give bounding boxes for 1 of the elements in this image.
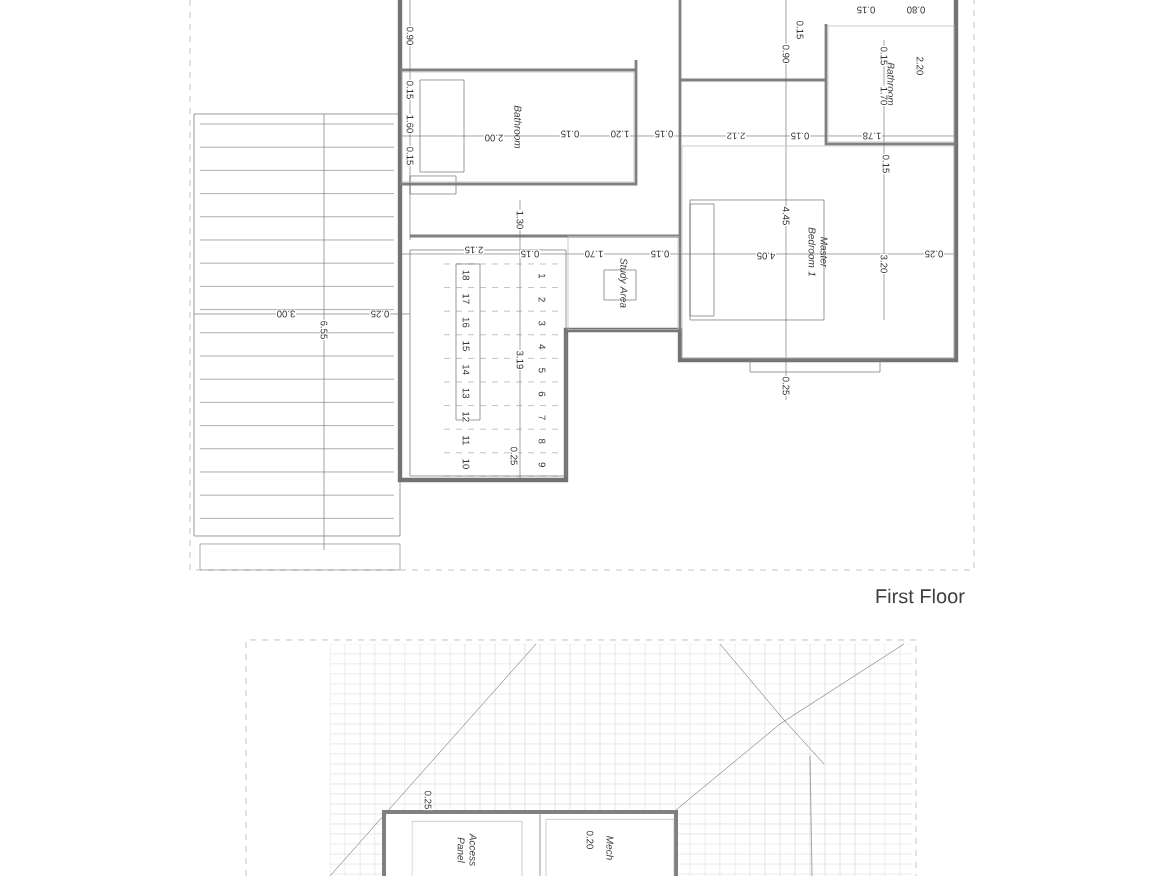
caption: First Floor <box>876 588 965 604</box>
